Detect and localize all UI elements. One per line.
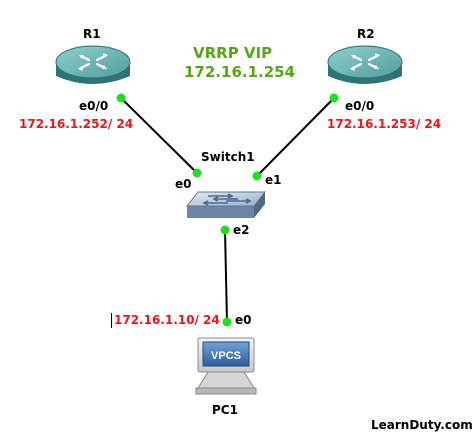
learnduty-watermark: LearnDuty.com <box>371 418 473 432</box>
link-r2-switch1 <box>256 97 335 177</box>
switch1-port-e1: e1 <box>265 173 282 187</box>
text-cursor <box>111 313 112 328</box>
pc1-ip-address: 172.16.1.10/ 24 <box>114 313 220 327</box>
vrrp-vip-title: VRRP VIP <box>193 44 273 62</box>
switch1-port-e0: e0 <box>175 177 192 191</box>
r1-ip-address: 172.16.1.252/ 24 <box>19 117 134 131</box>
r2-label: R2 <box>357 27 375 41</box>
r2-port-e0-0: e0/0 <box>345 99 375 113</box>
port-dot-r1-e0-0[interactable] <box>116 93 126 103</box>
vrrp-vip-ip: 172.16.1.254 <box>184 63 296 81</box>
switch1-port-e2: e2 <box>233 223 250 237</box>
pc1-label: PC1 <box>212 403 238 417</box>
pc1-icon[interactable]: VPCS <box>195 337 257 395</box>
router-r2-icon[interactable] <box>327 45 403 84</box>
link-switch1-pc1 <box>224 229 228 323</box>
pc1-screen-text: VPCS <box>211 350 241 362</box>
link-r1-switch1 <box>120 97 198 174</box>
port-dot-sw-e2[interactable] <box>220 225 230 235</box>
switch1-label: Switch1 <box>201 150 255 164</box>
r2-ip-address: 172.16.1.253/ 24 <box>327 117 442 131</box>
r1-port-e0-0: e0/0 <box>79 99 109 113</box>
router-r1-icon[interactable] <box>55 45 131 84</box>
port-dot-r2-e0-0[interactable] <box>329 93 339 103</box>
pc1-port-e0: e0 <box>235 313 252 327</box>
port-dot-sw-e0[interactable] <box>192 168 202 178</box>
port-dot-sw-e1[interactable] <box>252 171 262 181</box>
port-dot-pc1-e0[interactable] <box>222 317 232 327</box>
switch1-icon[interactable] <box>185 191 267 218</box>
r1-label: R1 <box>83 27 101 41</box>
